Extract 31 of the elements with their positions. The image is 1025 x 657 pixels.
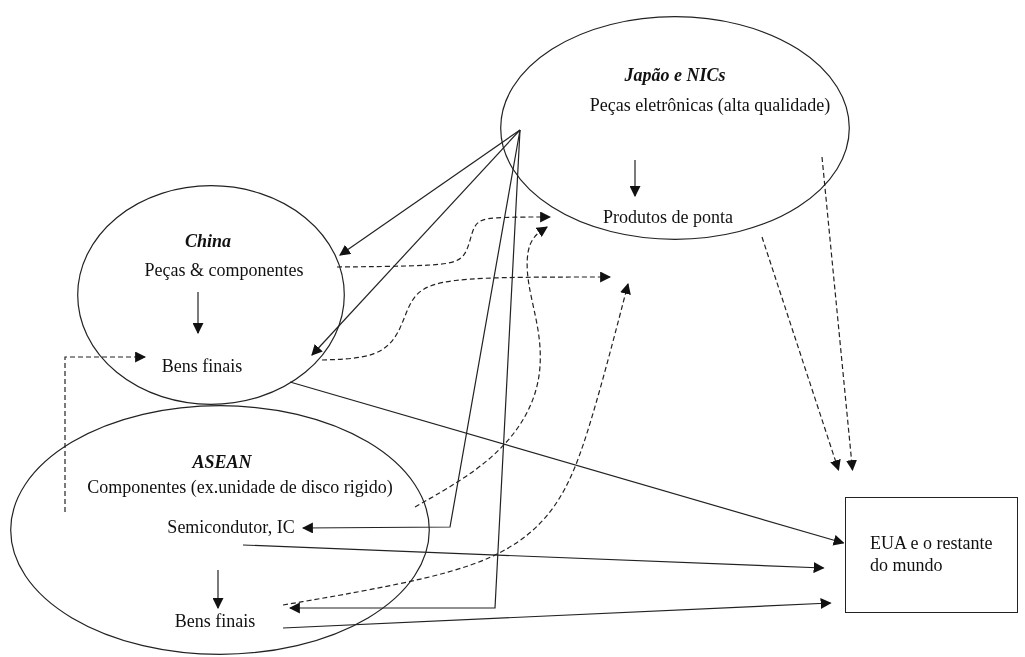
arrow [282,597,832,629]
flow-item-label: Peças & componentes [144,259,304,281]
arrow [629,159,641,198]
dashed-arrow [282,282,631,606]
dashed-arrow [761,236,841,472]
region-ellipse [10,405,430,655]
arrow [242,544,825,574]
flow-item-label: Semicondutor, IC [167,516,295,538]
arrow [289,381,845,546]
dashed-arrow [414,226,548,508]
arrow [339,129,521,256]
flow-item-label: Peças eletrônicas (alta qualidade) [589,94,831,116]
flow-item-label: Bens finais [161,355,243,377]
arrow [288,129,521,614]
dashed-arrow [64,351,147,513]
region-ellipse [77,185,345,405]
arrow [192,291,204,335]
dashed-arrow [821,156,857,472]
flow-item-label: Produtos de ponta [603,206,733,228]
dashed-arrow [336,211,552,268]
flow-item-label: Bens finais [174,610,256,632]
region-heading: Japão e NICs [624,64,726,86]
destination-label: EUA e o restante do mundo [870,533,994,577]
region-heading: ASEAN [192,451,252,473]
region-ellipse [500,16,850,240]
arrow [212,569,224,610]
dashed-arrow [321,271,612,361]
arrow [311,129,521,356]
flow-item-label: Componentes (ex.unidade de disco rigido) [87,476,393,498]
destination-box [845,497,1018,613]
region-heading: China [185,230,231,252]
